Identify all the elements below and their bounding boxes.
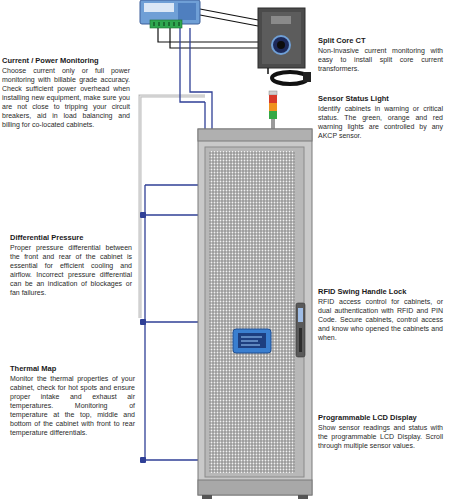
callout-text: Identify cabinets in warning or critical… bbox=[318, 104, 443, 140]
split-core-ct bbox=[268, 68, 311, 84]
monitoring-unit bbox=[140, 0, 200, 28]
server-cabinet bbox=[198, 129, 312, 499]
callout-text: Monitor the thermal properties of your c… bbox=[10, 374, 135, 437]
callout-heading: Sensor Status Light bbox=[318, 94, 389, 103]
callout-heading: RFID Swing Handle Lock bbox=[318, 287, 406, 296]
callout-heading: Current / Power Monitoring bbox=[2, 56, 99, 65]
callout-heading: Differential Pressure bbox=[10, 233, 83, 242]
callout-text: Non-Invasive current monitoring with eas… bbox=[318, 46, 443, 73]
pressure-tube bbox=[140, 96, 205, 318]
rfid-handle bbox=[296, 303, 305, 357]
callout-text: Proper pressure differential between the… bbox=[10, 243, 132, 297]
callout-heading: Split Core CT bbox=[318, 36, 366, 45]
callout-heading: Programmable LCD Display bbox=[318, 413, 417, 422]
pressure-tube-highlight bbox=[140, 96, 205, 318]
callout-text: Choose current only or full power monito… bbox=[2, 66, 130, 129]
status-light-tower bbox=[269, 91, 277, 130]
callout-text: RFID access control for cabinets, or dua… bbox=[318, 297, 443, 342]
lcd-display bbox=[233, 329, 271, 353]
callout-heading: Thermal Map bbox=[10, 364, 56, 373]
power-meter-panel bbox=[258, 8, 305, 68]
callout-text: Show sensor readings and status with the… bbox=[318, 423, 443, 450]
